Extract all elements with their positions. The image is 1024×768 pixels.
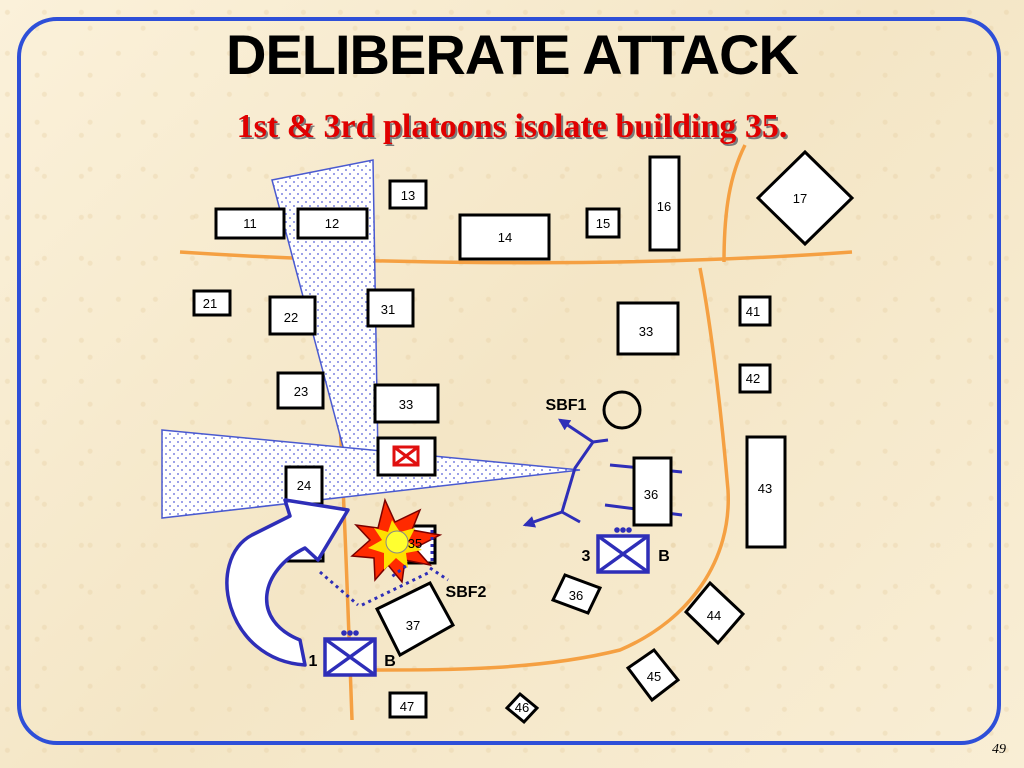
- svg-text:24: 24: [297, 478, 311, 493]
- svg-text:47: 47: [400, 699, 414, 714]
- svg-text:11: 11: [243, 216, 257, 231]
- svg-text:36: 36: [569, 588, 583, 603]
- building-47: 47: [388, 691, 428, 719]
- svg-text:31: 31: [381, 302, 395, 317]
- building-16: 16: [648, 155, 681, 252]
- building-23: 23: [276, 371, 325, 410]
- building-24: 24: [284, 465, 324, 506]
- platoon3-unit-symbol: [596, 527, 650, 574]
- enemy-position: [376, 436, 437, 477]
- building-42: 42: [738, 363, 772, 394]
- platoon1-company: B: [384, 653, 396, 670]
- svg-text:23: 23: [294, 384, 308, 399]
- sbf2-label: SBF2: [446, 584, 487, 601]
- slide-title: DELIBERATE ATTACK: [226, 23, 799, 86]
- platoon3-company: B: [658, 548, 670, 565]
- building-17: 17: [755, 149, 855, 247]
- slide-frame: [17, 17, 1001, 745]
- svg-text:12: 12: [325, 216, 339, 231]
- page-number: 49: [992, 742, 1006, 757]
- svg-text:13: 13: [401, 188, 415, 203]
- building-45: 45: [625, 647, 681, 703]
- platoon1-unit-symbol: [323, 630, 377, 677]
- svg-text:36: 36: [644, 487, 658, 502]
- fire-sector-west: [161, 429, 581, 519]
- road-east-curve: [371, 267, 730, 672]
- building-46: 46: [504, 691, 540, 725]
- platoon1-number: 1: [309, 653, 318, 670]
- building-21: 21: [192, 289, 232, 317]
- building-43: 43: [745, 435, 787, 549]
- svg-text:41: 41: [746, 304, 760, 319]
- sbf1-label: SBF1: [546, 397, 587, 414]
- building-33-west: 33: [373, 383, 440, 424]
- building-12: 12: [296, 207, 369, 240]
- building-33-east: 33: [616, 301, 680, 356]
- svg-text:21: 21: [203, 296, 217, 311]
- platoon3-number: 3: [582, 548, 591, 565]
- slide-subtitle: 1st & 3rd platoons isolate building 35.: [236, 108, 788, 145]
- svg-text:42: 42: [746, 371, 760, 386]
- svg-text:22: 22: [284, 310, 298, 325]
- svg-text:15: 15: [596, 216, 610, 231]
- building-44: 44: [683, 580, 746, 646]
- building-31: 31: [366, 288, 415, 328]
- svg-text:16: 16: [657, 199, 671, 214]
- svg-text:33: 33: [639, 324, 653, 339]
- building-11: 11: [214, 207, 286, 240]
- explosion-icon: [350, 497, 443, 584]
- building-22: 22: [268, 295, 317, 336]
- svg-text:17: 17: [793, 191, 807, 206]
- building-15: 15: [585, 207, 621, 239]
- building-14: 14: [458, 213, 551, 261]
- svg-text:43: 43: [758, 481, 772, 496]
- svg-text:37: 37: [406, 618, 420, 633]
- platoon1-maneuver-arrow: [225, 498, 350, 667]
- road-north: [179, 250, 853, 265]
- sbf1-position-circle: [602, 390, 642, 430]
- svg-text:44: 44: [707, 608, 721, 623]
- svg-text:46: 46: [515, 700, 529, 715]
- building-36-north: 36: [632, 456, 673, 527]
- sbf2-isolation-line: [319, 530, 449, 607]
- svg-text:14: 14: [498, 230, 512, 245]
- building-37: 37: [374, 581, 456, 658]
- building-41: 41: [738, 295, 772, 327]
- svg-text:45: 45: [647, 669, 661, 684]
- building-35-label: 35: [408, 536, 422, 551]
- svg-text:33: 33: [399, 397, 413, 412]
- building-36-south: 36: [550, 573, 603, 615]
- road-northeast: [722, 144, 747, 263]
- building-13: 13: [388, 179, 428, 210]
